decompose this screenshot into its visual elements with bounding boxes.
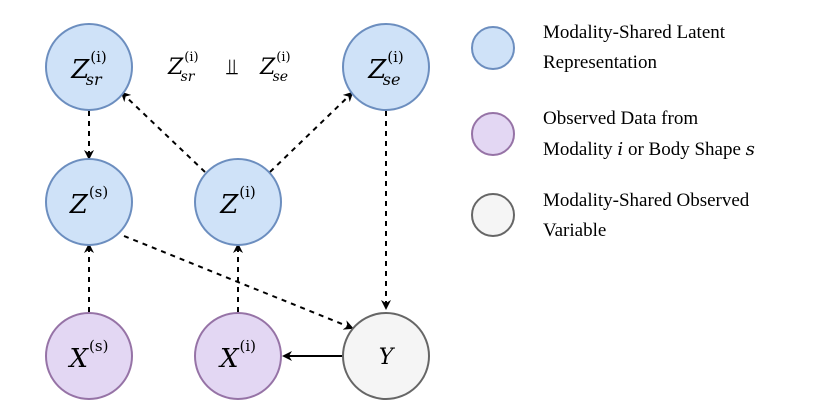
legend-swatch-latent xyxy=(471,26,515,70)
node-circle xyxy=(342,312,430,400)
node-circle xyxy=(194,158,282,246)
legend-label-latent-line1: Modality-Shared Latent xyxy=(543,22,726,43)
node-z-i: Z(i) xyxy=(194,158,282,246)
node-label: Z(s) xyxy=(69,183,108,220)
independence-statement: Z(i)sr ⫫ Z(i)se xyxy=(167,50,291,85)
independence-left: Z(i)sr xyxy=(167,50,199,85)
legend-item-shared: Modality-Shared Observed Variable xyxy=(471,190,750,241)
node-label: X(s) xyxy=(68,337,109,374)
node-circle xyxy=(342,23,430,111)
legend-label-observed-line2: Modality i or Body Shape s xyxy=(543,139,755,160)
independence-symbol: ⫫ xyxy=(226,55,238,80)
independence-right: Z(i)se xyxy=(259,50,291,85)
node-circle xyxy=(45,158,133,246)
edge-zi-to-zse xyxy=(269,91,354,173)
edges xyxy=(84,91,391,361)
node-y: Y xyxy=(342,312,430,400)
node-label: Z(i) xyxy=(219,183,256,220)
node-circle xyxy=(194,312,282,400)
legend-label-shared-line2: Variable xyxy=(543,220,606,241)
node-z-s: Z(s) xyxy=(45,158,133,246)
node-z-se: Z(i)se xyxy=(342,23,430,111)
node-label: Y xyxy=(379,345,396,370)
legend-item-latent: Modality-Shared Latent Representation xyxy=(471,22,726,73)
legend: Modality-Shared Latent Representation Ob… xyxy=(471,22,755,241)
node-label: Z(i)sr xyxy=(70,48,107,89)
legend-item-observed: Observed Data from Modality i or Body Sh… xyxy=(471,108,755,160)
node-label: X(i) xyxy=(218,337,256,374)
node-circle xyxy=(45,23,133,111)
node-x-s: X(s) xyxy=(45,312,133,400)
legend-label-observed-line1: Observed Data from xyxy=(543,108,698,129)
node-circle xyxy=(45,312,133,400)
legend-swatch-shared xyxy=(471,193,515,237)
legend-label-latent-line2: Representation xyxy=(543,52,657,73)
legend-label-shared-line1: Modality-Shared Observed xyxy=(543,190,750,211)
node-label: Z(i)se xyxy=(367,48,404,89)
edge-zi-to-zsr xyxy=(120,91,206,173)
legend-swatch-observed xyxy=(471,112,515,156)
node-x-i: X(i) xyxy=(194,312,282,400)
node-z-sr: Z(i)sr xyxy=(45,23,133,111)
